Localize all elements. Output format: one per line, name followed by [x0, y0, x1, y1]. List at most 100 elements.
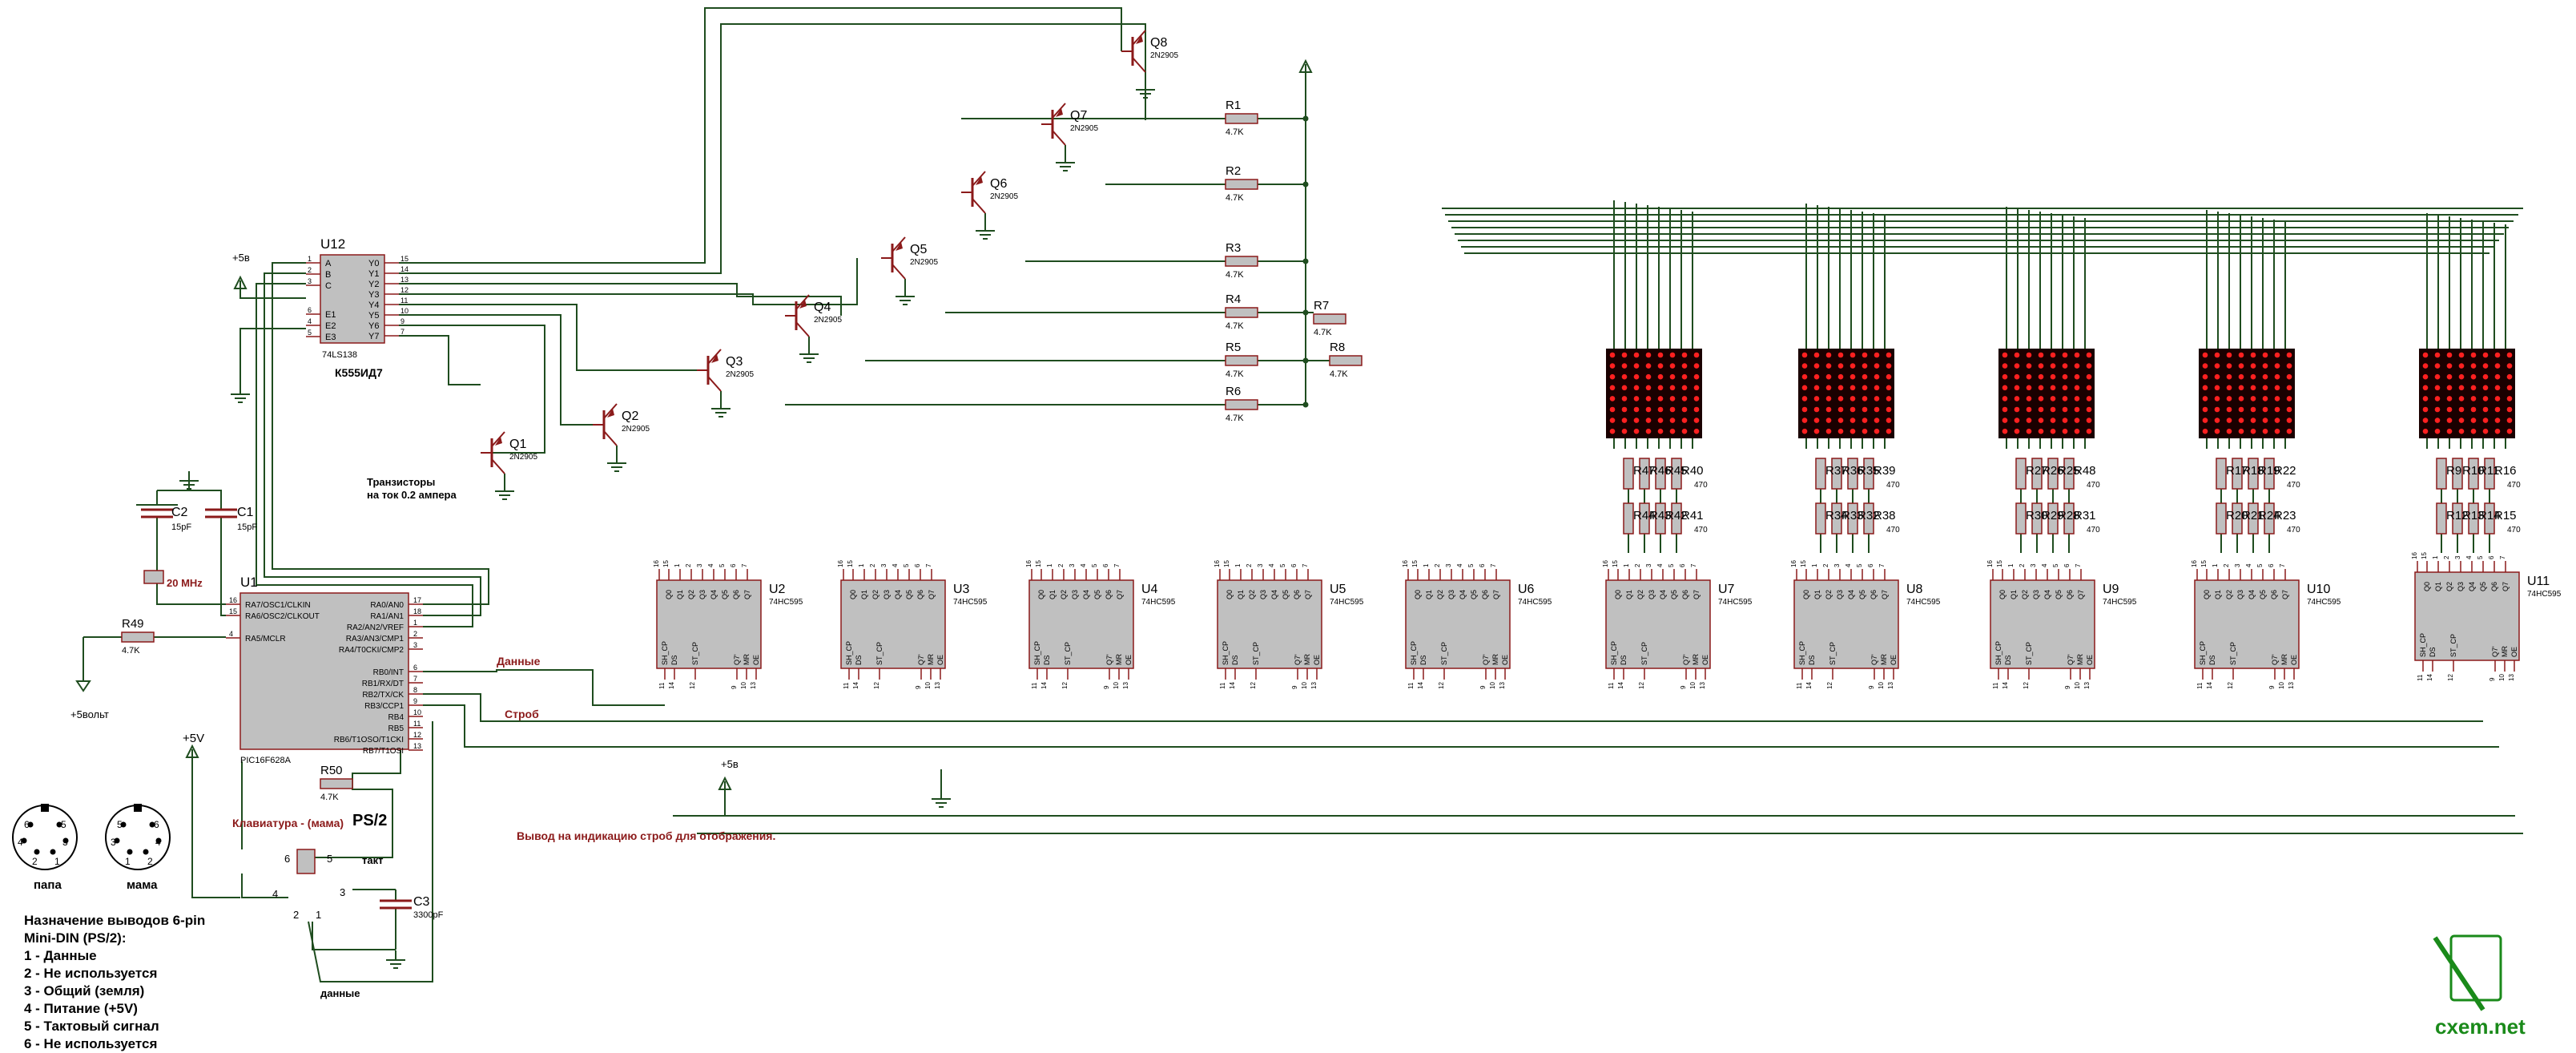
- resistor-ref: R44: [1633, 509, 1656, 522]
- pin-label: SH_CP: [1222, 641, 1230, 665]
- resistor: [2031, 502, 2043, 535]
- led-dot: [2062, 373, 2068, 380]
- pin-number: 13: [400, 276, 409, 284]
- pin-label: RA3/AN3/CMP1: [346, 635, 405, 644]
- led-dot: [2050, 406, 2056, 413]
- transistor-part: 2N2905: [910, 258, 938, 267]
- resistor-ref: R31: [2074, 509, 2096, 522]
- led-dot: [1609, 363, 1616, 369]
- pin-number: 1: [674, 563, 681, 567]
- pin-label: Q4: [2248, 590, 2256, 599]
- led-dot: [2202, 363, 2208, 369]
- led-dot: [2086, 352, 2092, 358]
- chip-part: 74HC595: [1718, 598, 1753, 607]
- led-dot: [1862, 373, 1868, 380]
- power-label: +5в: [232, 252, 250, 264]
- pin-number: 3: [413, 641, 417, 649]
- pin-label: Q7: [2502, 582, 2510, 591]
- led-dot: [1849, 385, 1856, 391]
- led-dot: [2274, 373, 2280, 380]
- led-dot: [2002, 385, 2008, 391]
- pin-label: Q6: [916, 590, 924, 599]
- wire: [399, 304, 697, 371]
- pin-label: Q5: [1670, 590, 1678, 599]
- cap-ref: C2: [171, 506, 188, 519]
- pin-label: MR: [1692, 654, 1700, 665]
- pin-number: 9: [1868, 685, 1875, 689]
- led-dot: [2014, 363, 2020, 369]
- resistor-ref: R43: [1649, 509, 1672, 522]
- connector-pin: [27, 821, 34, 828]
- pin-number: 12: [2447, 674, 2454, 681]
- led-dot: [2434, 406, 2441, 413]
- pin-label: Q3: [1447, 590, 1455, 599]
- pin-number: 1: [2432, 555, 2439, 559]
- led-dot: [1825, 373, 1832, 380]
- led-dot: [1621, 385, 1628, 391]
- matrix-body: [1606, 349, 1702, 438]
- connector-pin: [149, 821, 155, 828]
- led-dot: [1657, 373, 1664, 380]
- led-dot: [2470, 418, 2477, 423]
- pin-number: 11: [413, 720, 421, 728]
- resistor: [2468, 458, 2479, 490]
- led-dot: [1633, 428, 1640, 434]
- pin-number: 16: [2191, 560, 2198, 567]
- pin-label: E2: [325, 321, 336, 331]
- pin-number: 14: [400, 265, 409, 273]
- led-dot: [2250, 396, 2256, 401]
- led-dot: [2250, 406, 2256, 413]
- led-dot: [2038, 385, 2044, 391]
- pinout-title: Назначение выводов 6-pin Mini-DIN (PS/2)…: [24, 912, 205, 947]
- pin-label: Q7': [733, 654, 741, 665]
- resistor-ref: R27: [2026, 464, 2048, 478]
- ps2-connector: [296, 849, 316, 874]
- led-dot: [2062, 396, 2068, 401]
- pin-label: Q6: [732, 590, 740, 599]
- chip-body: [1793, 579, 1899, 669]
- led-dot: [2422, 406, 2429, 413]
- pin-number: 11: [2417, 674, 2424, 681]
- led-dot: [2506, 373, 2513, 380]
- led-dot: [2494, 418, 2501, 423]
- transistor-emitter: [1132, 30, 1146, 46]
- strobe-label: Строб: [505, 708, 539, 720]
- pnp-transistor: [593, 403, 618, 446]
- chip-body: [840, 579, 946, 669]
- pin-label: DS: [670, 655, 678, 665]
- wire: [423, 693, 2483, 722]
- led-dot: [1874, 363, 1880, 369]
- power-label: +5в: [721, 758, 739, 770]
- led-dot: [2086, 428, 2092, 434]
- resistor: [2216, 502, 2227, 535]
- transistor-part: 2N2905: [814, 316, 842, 325]
- pin-number: 9: [915, 685, 922, 689]
- led-dot: [1886, 352, 1892, 358]
- pin-label: RA1/AN1: [370, 612, 404, 621]
- pin-number: 7: [1690, 563, 1697, 567]
- led-dot: [2422, 428, 2429, 434]
- led-dot: [1813, 385, 1820, 391]
- led-dot: [1837, 373, 1844, 380]
- pin-number: 10: [1489, 682, 1496, 689]
- pin-number: 16: [1602, 560, 1609, 567]
- led-dot: [2434, 428, 2441, 434]
- chip-ref: U3: [953, 583, 970, 596]
- resistor-ref: R22: [2274, 464, 2296, 478]
- pin-label: Q0: [1998, 590, 2006, 599]
- pin-number: 5: [1856, 563, 1863, 567]
- led-dot: [1657, 363, 1664, 369]
- led-dot: [1633, 418, 1640, 423]
- led-dot: [2050, 373, 2056, 380]
- pin-label: Q5: [2479, 582, 2487, 591]
- led-dot: [2286, 363, 2292, 369]
- pin-number: 10: [740, 682, 747, 689]
- decoder-alias: К555ИД7: [335, 366, 383, 379]
- led-dot: [2026, 385, 2032, 391]
- pin-label: ST_CP: [1252, 642, 1260, 665]
- pin-label: RA0/AN0: [370, 601, 404, 610]
- pin-number: 15: [1996, 560, 2003, 567]
- pin-label: Q4: [2468, 582, 2476, 591]
- led-dot: [2434, 373, 2441, 380]
- pin-label: Q7': [2491, 646, 2499, 657]
